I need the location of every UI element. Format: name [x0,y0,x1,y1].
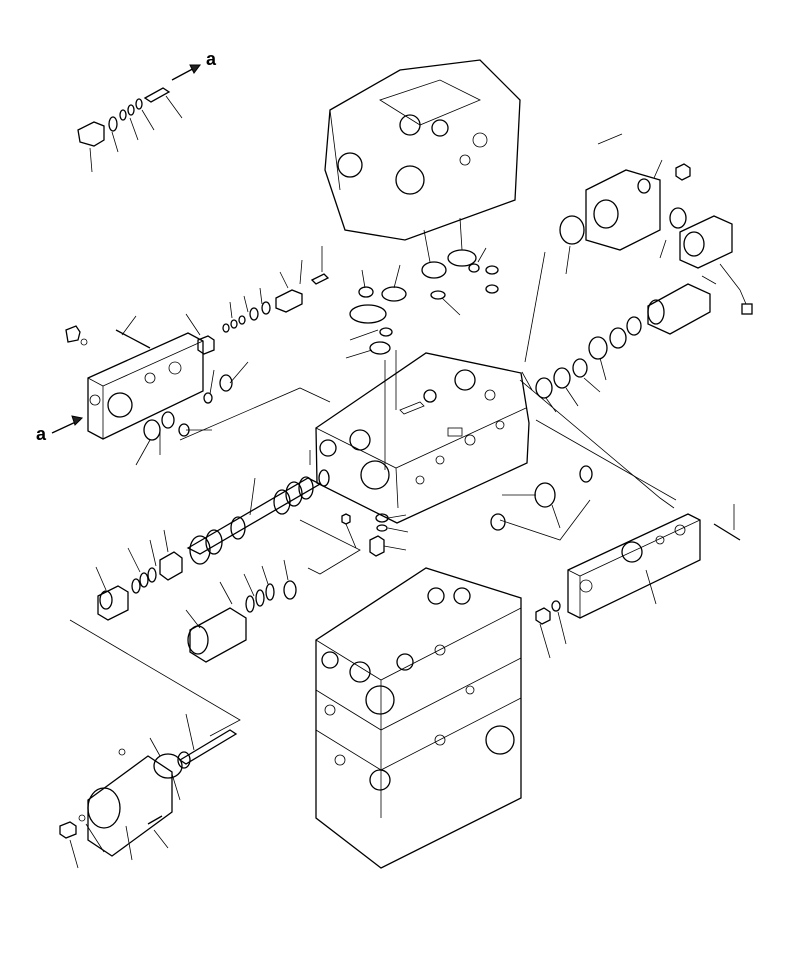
assembly-reference-lines [69,251,677,737]
connector-label-a-top: a [206,49,217,69]
relief-valve-plug [185,559,297,663]
center-seal-group [345,217,499,359]
right-center-seals [490,465,593,531]
top-valve-block [324,59,521,241]
lower-left-spool-parts [95,529,183,621]
right-solenoid-assembly [559,133,753,335]
left-end-cover [51,332,249,466]
main-spool-assembly [186,450,330,565]
lower-valve-stack [315,567,522,869]
main-valve-section [315,352,530,524]
left-spool-parts-row [65,246,330,355]
bottom-left-solenoid-housing [59,713,238,869]
top-left-plug-assembly [77,64,201,173]
right-seal-row [521,316,642,413]
connector-label-a-left: a [36,424,47,444]
right-end-cover [535,504,741,659]
center-small-plug [341,513,409,557]
